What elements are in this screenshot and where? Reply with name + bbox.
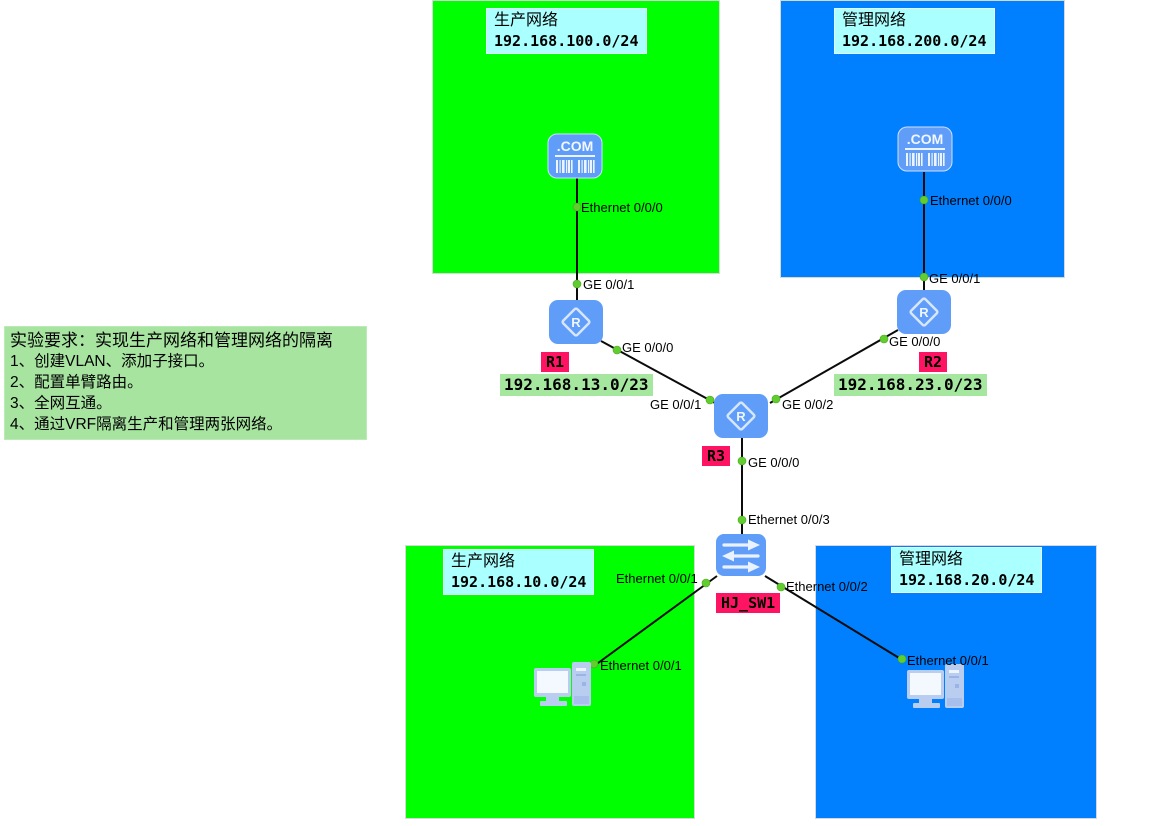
if-label-server2: Ethernet 0/0/0 — [930, 193, 1012, 208]
if-label-r3-right: GE 0/0/2 — [782, 397, 834, 412]
region-title: 生产网络 — [494, 12, 559, 29]
server-icon: .COM — [547, 133, 603, 179]
port-dot — [879, 334, 889, 344]
pc-management[interactable] — [905, 662, 967, 714]
region-subnet: 192.168.20.0/24 — [899, 571, 1035, 589]
if-label-sw-left: Ethernet 0/0/1 — [616, 571, 698, 586]
server-icon: .COM — [897, 126, 953, 172]
requirements-title: 实验要求：实现生产网络和管理网络的隔离 — [10, 331, 333, 350]
server-management[interactable]: .COM — [897, 126, 953, 172]
svg-text:.COM: .COM — [907, 131, 944, 147]
if-label-r2-up: GE 0/0/1 — [929, 271, 981, 286]
if-label-r1-up: GE 0/0/1 — [583, 277, 635, 292]
device-name-r1[interactable]: R1 — [541, 352, 570, 372]
requirement-item: 2、配置单臂路由。 — [10, 374, 143, 391]
router-icon: R — [714, 394, 768, 438]
port-dot — [612, 345, 622, 355]
router-icon: R — [549, 300, 603, 344]
if-label-pc1: Ethernet 0/0/1 — [600, 658, 682, 673]
region-subnet: 192.168.10.0/24 — [451, 573, 587, 591]
region-subnet: 192.168.200.0/24 — [842, 32, 987, 50]
label-management-bottom: 管理网络 192.168.20.0/24 — [891, 547, 1043, 593]
port-dot — [701, 578, 711, 588]
server-production[interactable]: .COM — [547, 133, 603, 179]
requirements-note: 实验要求：实现生产网络和管理网络的隔离 1、创建VLAN、添加子接口。 2、配置… — [4, 326, 367, 440]
if-label-pc2: Ethernet 0/0/1 — [907, 653, 989, 668]
region-title: 管理网络 — [842, 12, 907, 29]
if-label-r2-down: GE 0/0/0 — [889, 334, 941, 349]
device-name-r2[interactable]: R2 — [919, 352, 948, 372]
pc-icon — [907, 664, 964, 708]
pc-icon — [534, 662, 591, 706]
port-dot — [776, 582, 786, 592]
port-dot — [572, 279, 582, 289]
switch-icon — [716, 534, 766, 576]
switch-hj-sw1[interactable] — [715, 533, 767, 577]
router-r3[interactable]: R — [713, 393, 769, 439]
svg-text:R: R — [736, 409, 746, 424]
label-production-top: 生产网络 192.168.100.0/24 — [486, 8, 647, 54]
device-name-sw[interactable]: HJ_SW1 — [716, 593, 781, 613]
port-dot — [737, 515, 747, 525]
region-subnet: 192.168.100.0/24 — [494, 32, 639, 50]
svg-text:.COM: .COM — [557, 138, 594, 154]
port-dot — [771, 394, 781, 404]
if-label-sw-up: Ethernet 0/0/3 — [748, 512, 830, 527]
requirement-item: 4、通过VRF隔离生产和管理两张网络。 — [10, 416, 283, 433]
region-title: 生产网络 — [451, 553, 516, 570]
if-label-r1-down: GE 0/0/0 — [622, 340, 674, 355]
router-r1[interactable]: R — [548, 299, 604, 345]
if-label-server1: Ethernet 0/0/0 — [581, 200, 663, 215]
label-management-top: 管理网络 192.168.200.0/24 — [834, 8, 995, 54]
region-title: 管理网络 — [899, 551, 964, 568]
router-icon: R — [897, 290, 951, 334]
requirement-item: 1、创建VLAN、添加子接口。 — [10, 353, 215, 370]
if-label-sw-right: Ethernet 0/0/2 — [786, 579, 868, 594]
port-dot — [737, 456, 747, 466]
label-production-bottom: 生产网络 192.168.10.0/24 — [443, 549, 595, 595]
svg-text:R: R — [571, 315, 581, 330]
svg-text:R: R — [919, 305, 929, 320]
router-r2[interactable]: R — [896, 289, 952, 335]
requirement-item: 3、全网互通。 — [10, 395, 112, 412]
subnet-chip-r1-r3: 192.168.13.0/23 — [500, 374, 653, 396]
if-label-r3-left: GE 0/0/1 — [650, 397, 702, 412]
if-label-r3-down: GE 0/0/0 — [748, 455, 800, 470]
device-name-r3[interactable]: R3 — [702, 446, 731, 466]
pc-production[interactable] — [532, 660, 594, 712]
subnet-chip-r2-r3: 192.168.23.0/23 — [834, 374, 987, 396]
